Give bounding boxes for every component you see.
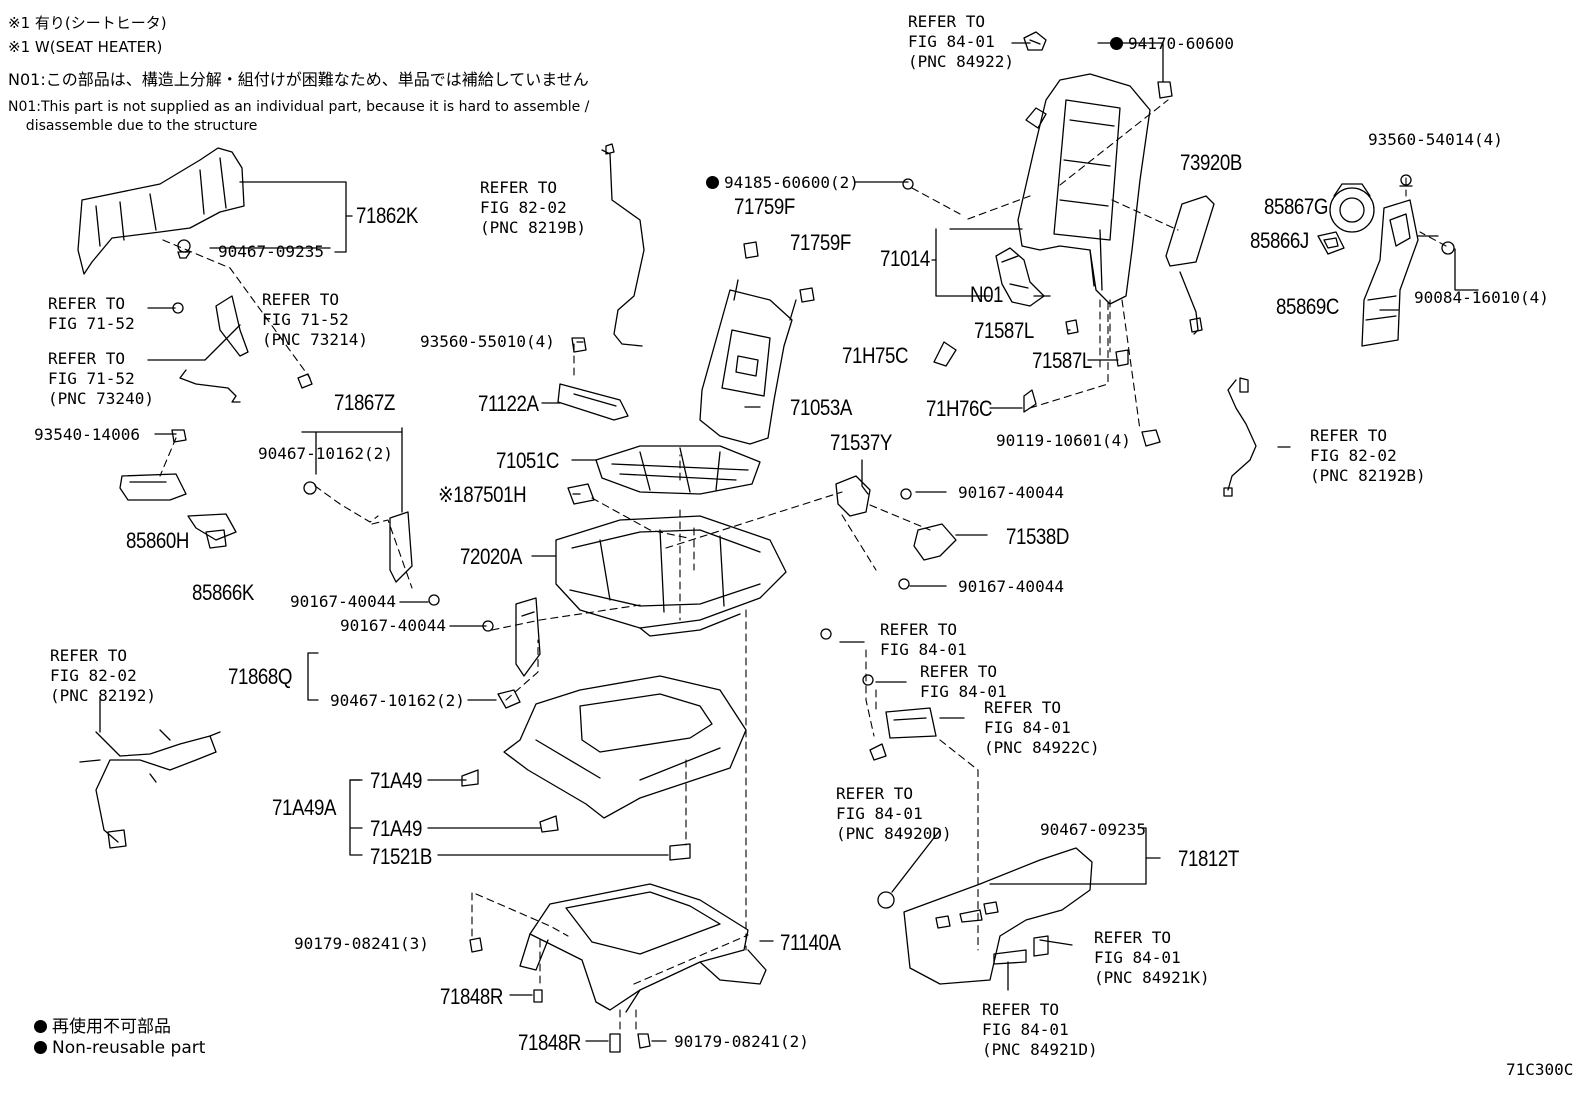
part-71A49A: 71A49A [272,795,337,820]
part-90119-10601: 90119-10601(4) [996,431,1131,450]
part-90467-09235-a: 90467-09235 [218,242,324,261]
figure-code: 71C300C [1506,1060,1574,1079]
note-n01-en-cont: disassemble due to the structure [8,118,258,134]
part-71812T: 71812T [1178,846,1239,871]
part-71848R-2: 71848R [518,1030,581,1055]
refer-to-84921K: REFER TO FIG 84-01 (PNC 84921K) [1094,928,1210,987]
refer-to-82192B: REFER TO FIG 82-02 (PNC 82192B) [1310,426,1426,485]
refer-to-84921D: REFER TO FIG 84-01 (PNC 84921D) [982,1000,1098,1059]
part-71848R-1: 71848R [440,984,503,1009]
part-85866J: 85866J [1250,228,1309,253]
refer-to-84920D: REFER TO FIG 84-01 (PNC 84920D) [836,784,952,843]
part-93560-54014: 93560-54014(4) [1368,130,1503,149]
refer-to-8401-a: REFER TO FIG 84-01 [880,620,967,659]
refer-to-84922C: REFER TO FIG 84-01 (PNC 84922C) [984,698,1100,757]
part-71H76C: 71H76C [926,396,993,421]
part-90084-16010: 90084-16010(4) [1414,288,1549,307]
part-90467-10162-b: 90467-10162(2) [330,691,465,710]
part-94170-60600: 94170-60600 [1110,36,1234,52]
part-90179-08241-a: 90179-08241(3) [294,934,429,953]
part-90167-40044-b: 90167-40044 [958,577,1064,596]
part-90167-40044-c: 90167-40044 [290,592,396,611]
refer-to-8219B: REFER TO FIG 82-02 (PNC 8219B) [480,178,586,237]
part-90467-10162-a: 90467-10162(2) [258,444,393,463]
part-N01: N01 [970,282,1004,307]
dashed-lines [159,99,1447,1031]
part-71053A: 71053A [790,395,852,420]
refer-to-73240: REFER TO FIG 71-52 (PNC 73240) [48,349,154,408]
part-85869C: 85869C [1276,294,1339,319]
refer-to-7152: REFER TO FIG 71-52 [48,294,135,333]
refer-to-73214: REFER TO FIG 71-52 (PNC 73214) [262,290,368,349]
legend-non-reusable-en: Non-reusable part [34,1038,205,1058]
part-71867Z: 71867Z [334,390,395,415]
part-87501H: ※187501H [438,482,527,507]
leader-lines [99,42,1479,1042]
refer-to-8401-b: REFER TO FIG 84-01 [920,662,1007,701]
part-71H75C: 71H75C [842,343,909,368]
part-71521B: 71521B [370,844,432,869]
note-seat-heater-en: ※1 W(SEAT HEATER) [8,38,163,56]
note-n01-jp: N01:この部品は、構造上分解・組付けが困難なため、単品では補給していません [8,70,589,89]
part-71587L-1: 71587L [974,318,1034,343]
part-71538D: 71538D [1006,524,1069,549]
part-71140A: 71140A [780,930,841,955]
part-71A49-2: 71A49 [370,816,422,841]
part-90167-40044-a: 90167-40044 [958,483,1064,502]
legend-non-reusable-jp: 再使用不可部品 [34,1012,171,1037]
refer-to-82192: REFER TO FIG 82-02 (PNC 82192) [50,646,156,705]
note-n01-en: N01:This part is not supplied as an indi… [8,99,590,115]
part-71587L-2: 71587L [1032,348,1092,373]
part-71759F-2: 71759F [790,230,851,255]
part-85866K: 85866K [192,580,254,605]
part-71537Y: 71537Y [830,430,892,455]
part-71014: 71014 [880,246,930,271]
part-85860H: 85860H [126,528,189,553]
part-73920B: 73920B [1180,150,1242,175]
part-71122A: 71122A [478,391,539,416]
part-72020A: 72020A [460,544,522,569]
part-90167-40044-d: 90167-40044 [340,616,446,635]
part-71A49-1: 71A49 [370,768,422,793]
part-93560-55010: 93560-55010(4) [420,332,555,351]
note-seat-heater-jp: ※1 有り(シートヒータ) [8,14,167,32]
refer-to-84922: REFER TO FIG 84-01 (PNC 84922) [908,12,1014,71]
part-90179-08241-b: 90179-08241(2) [674,1032,809,1051]
part-71051C: 71051C [496,448,559,473]
part-71759F-1: 71759F [734,194,795,219]
part-85867G: 85867G [1264,194,1329,219]
part-71868Q: 71868Q [228,664,293,689]
part-94185-60600: 94185-60600(2) [706,175,859,191]
part-71862K: 71862K [356,203,418,228]
part-shapes [77,31,1455,1053]
part-93540-14006: 93540-14006 [34,425,140,444]
part-90467-09235-b: 90467-09235 [1040,820,1146,839]
